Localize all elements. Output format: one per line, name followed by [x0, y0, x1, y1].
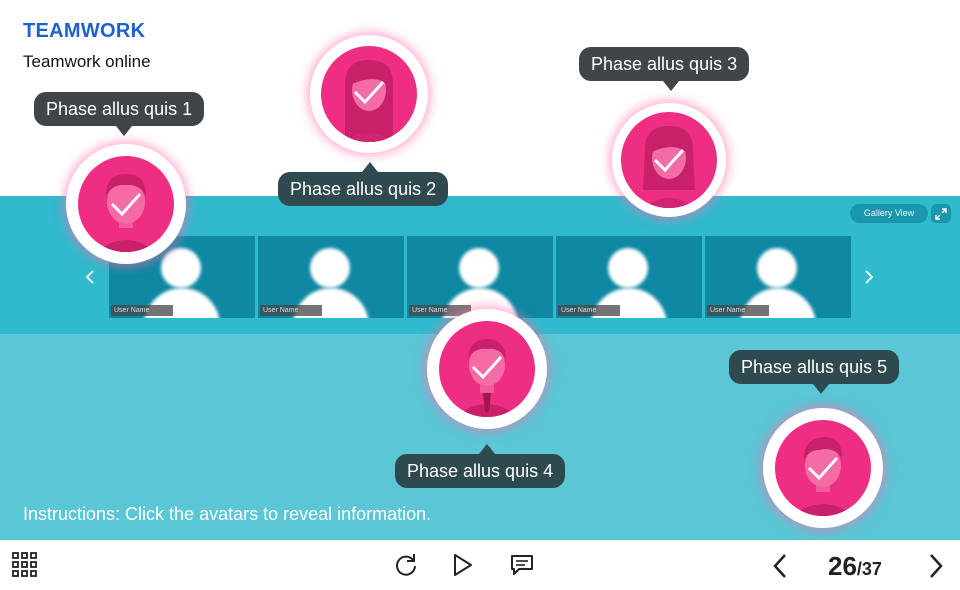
transcript-icon[interactable] — [509, 552, 535, 578]
current-slide: 26 — [828, 551, 857, 581]
male-avatar-icon — [78, 156, 174, 252]
video-tile: User Name — [705, 236, 851, 318]
info-bubble-3: Phase allus quis 3 — [579, 47, 750, 91]
info-bubble-5: Phase allus quis 5 — [729, 350, 900, 394]
tile-user-name: User Name — [558, 305, 620, 316]
avatar-1[interactable] — [66, 144, 186, 264]
info-bubble-label: Phase allus quis 3 — [591, 54, 738, 74]
gallery-prev-icon[interactable] — [84, 268, 96, 286]
video-tile: User Name — [258, 236, 404, 318]
tile-user-name: User Name — [707, 305, 769, 316]
info-bubble-1: Phase allus quis 1 — [34, 92, 205, 136]
male-avatar-icon — [775, 420, 871, 516]
tile-user-name: User Name — [260, 305, 322, 316]
avatar-3[interactable] — [612, 103, 726, 217]
avatar-5[interactable] — [763, 408, 883, 528]
total-slides: /37 — [856, 559, 882, 579]
info-bubble-label: Phase allus quis 2 — [290, 179, 437, 199]
expand-icon[interactable] — [931, 204, 951, 223]
info-bubble-label: Phase allus quis 5 — [741, 357, 888, 377]
avatar-2[interactable] — [310, 35, 428, 153]
gallery-view-button[interactable]: Gallery View — [850, 204, 928, 223]
course-title: TEAMWORK — [23, 20, 146, 42]
female-avatar-icon — [321, 46, 417, 142]
replay-icon[interactable] — [394, 552, 418, 578]
menu-grid-icon[interactable] — [12, 552, 38, 578]
info-bubble-label: Phase allus quis 4 — [407, 461, 554, 481]
avatar-4[interactable] — [427, 309, 547, 429]
female-avatar-icon — [621, 112, 717, 208]
info-bubble-label: Phase allus quis 1 — [46, 99, 193, 119]
male-avatar-icon — [439, 321, 535, 417]
slide-counter: 26/37 — [828, 551, 882, 582]
next-slide-icon[interactable] — [926, 552, 946, 580]
player-bottom-bar — [0, 540, 960, 590]
tile-user-name: User Name — [111, 305, 173, 316]
info-bubble-2: Phase allus quis 2 — [278, 162, 449, 206]
course-subtitle: Teamwork online — [23, 52, 151, 71]
prev-slide-icon[interactable] — [770, 552, 790, 580]
instructions-text: Instructions: Click the avatars to revea… — [23, 504, 432, 524]
play-icon[interactable] — [452, 552, 474, 578]
info-bubble-4: Phase allus quis 4 — [395, 444, 566, 488]
tile-user-name: User Name — [409, 305, 471, 316]
video-tile: User Name — [407, 236, 553, 318]
video-tile: User Name — [556, 236, 702, 318]
gallery-next-icon[interactable] — [863, 268, 875, 286]
